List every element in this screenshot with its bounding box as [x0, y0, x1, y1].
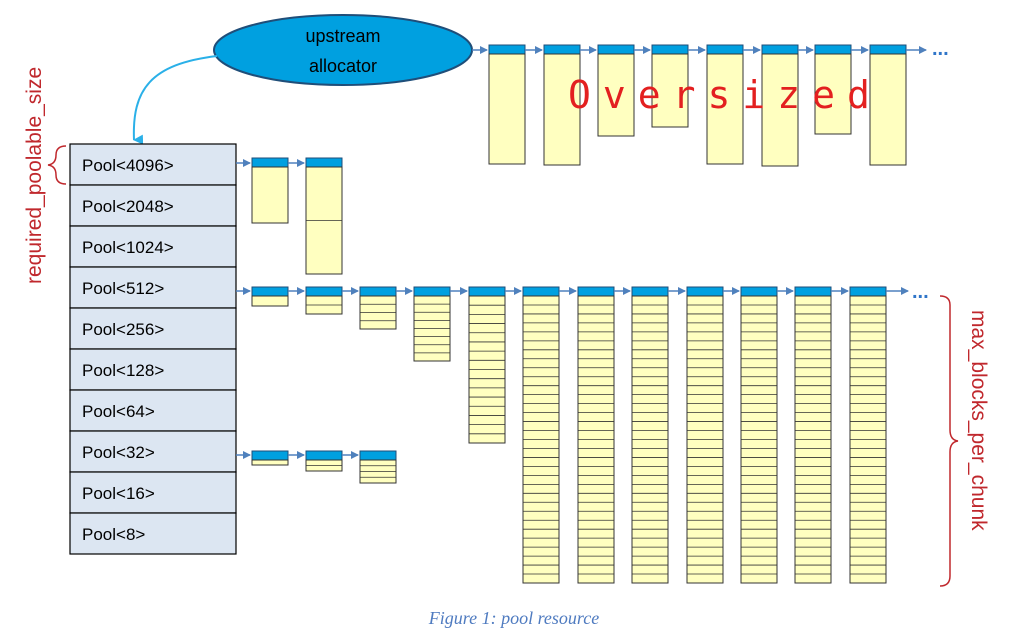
pool-512-chunk [686, 286, 724, 584]
pool-512-chunk [794, 286, 832, 584]
pool-512-chunk [251, 286, 289, 307]
pool-label: Pool<32> [82, 443, 155, 462]
pool-label: Pool<8> [82, 525, 145, 544]
oversized-chunks [472, 44, 927, 167]
upstream-to-pools-arrow [132, 55, 218, 145]
pool-512-chunks [236, 286, 909, 584]
pool-4096-chunk [305, 157, 343, 275]
pool-row: Pool<128> [69, 348, 237, 391]
pool-512-chunk [359, 286, 397, 330]
pool-512-chunk [413, 286, 451, 362]
pool-label: Pool<2048> [82, 197, 174, 216]
oversized-ellipsis: ... [932, 38, 949, 60]
pool-512-chunk [849, 286, 887, 584]
oversized-label: Oversized [568, 73, 882, 117]
pool-512-chunk [740, 286, 778, 584]
oversized-chunk [488, 44, 526, 165]
oversized-chunk [869, 44, 907, 166]
oversized-chunk [651, 44, 689, 128]
pool-row: Pool<2048> [69, 184, 237, 227]
pool-row: Pool<8> [69, 512, 237, 555]
pool-512-ellipsis: ... [912, 281, 929, 303]
required-poolable-size-brace [47, 145, 67, 185]
pool-512-chunk [522, 286, 560, 584]
pool-4096-chunk [251, 157, 289, 224]
upstream-label-line1: upstream [305, 26, 380, 46]
upstream-label-line2: allocator [309, 56, 377, 76]
oversized-chunk [597, 44, 635, 137]
pool-32-chunk [305, 450, 343, 472]
max-blocks-per-chunk-brace [939, 295, 959, 587]
pool-512-chunk [305, 286, 343, 315]
pool-32-chunk [251, 450, 289, 466]
pool-label: Pool<16> [82, 484, 155, 503]
pool-row: Pool<256> [69, 307, 237, 350]
max-blocks-per-chunk-label: max_blocks_per_chunk [967, 310, 990, 531]
pool-512-chunk [577, 286, 615, 584]
oversized-chunk [761, 44, 799, 167]
pool-512-chunk [631, 286, 669, 584]
oversized-chunk [706, 44, 744, 165]
pool-label: Pool<256> [82, 320, 164, 339]
figure-caption: Figure 1: pool resource [428, 608, 599, 628]
pool-row: Pool<4096> [69, 143, 237, 186]
pool-table: Pool<4096> Pool<2048> Pool<1024> Pool<512> P… [69, 143, 237, 555]
pool-4096-chunks [236, 157, 343, 275]
pool-row: Pool<32> [69, 430, 237, 473]
pool-label: Pool<64> [82, 402, 155, 421]
pool-row: Pool<512> [69, 266, 237, 309]
pool-32-chunk [359, 450, 397, 484]
pool-row: Pool<16> [69, 471, 237, 514]
pool-32-chunks [236, 450, 397, 484]
pool-row: Pool<1024> [69, 225, 237, 268]
upstream-allocator: upstream allocator [213, 14, 473, 86]
pool-label: Pool<128> [82, 361, 164, 380]
pool-row: Pool<64> [69, 389, 237, 432]
oversized-chunk [543, 44, 581, 166]
pool-label: Pool<4096> [82, 156, 174, 175]
pool-label: Pool<512> [82, 279, 164, 298]
required-poolable-size-label: required_poolable_size [23, 67, 46, 284]
pool-label: Pool<1024> [82, 238, 174, 257]
pool-512-chunk [468, 286, 506, 444]
